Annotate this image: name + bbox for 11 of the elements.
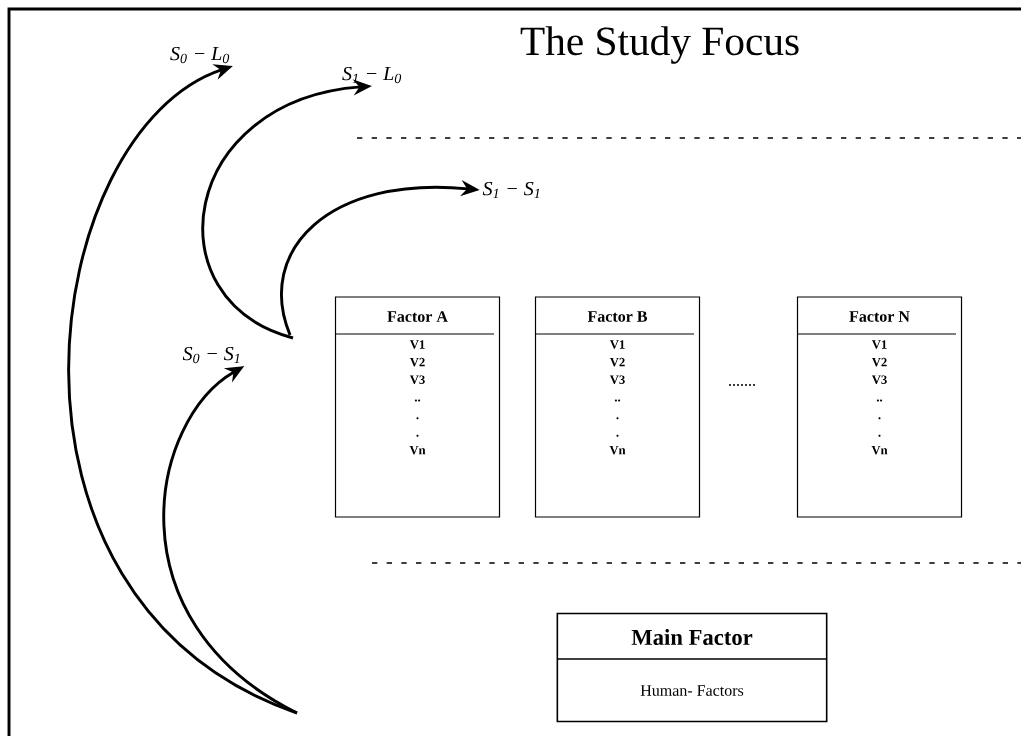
- ellipsis: .......: [729, 384, 755, 386]
- state-label: S$_{0}$ − S$_{1}$: [182, 346, 240, 364]
- state-label: S$_{1}$ − S$_{1}$: [482, 181, 540, 199]
- factor-box: Factor A V1 V2 V3 .. . . Vn: [334, 296, 501, 518]
- main-factor-box: Main Factor Human- Factors: [556, 612, 828, 723]
- factor-box: Factor N V1 V2 V3 .. . . Vn: [796, 296, 963, 518]
- curved-arrow: [162, 366, 298, 715]
- state-label: S$_{0}$ − L$_{0}$: [170, 46, 230, 64]
- factor-box: Factor B V1 V2 V3 .. . . Vn: [534, 296, 701, 518]
- title: The Study Focus: [520, 26, 799, 64]
- curved-arrow: [67, 64, 298, 715]
